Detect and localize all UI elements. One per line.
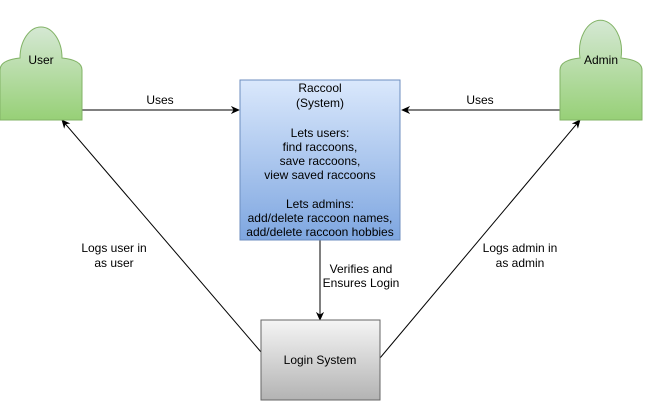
admin-uses-label: Uses [466,93,493,107]
system-admins-item: add/delete raccoon names, [248,211,393,225]
login-to-admin-arrow [379,119,581,359]
user-actor-icon [0,26,83,121]
system-node[interactable]: Raccool (System) Lets users: find raccoo… [239,79,401,241]
verifies-label: Ensures Login [323,276,400,290]
login-to-user-arrow [61,119,262,353]
edges [61,105,581,359]
system-admins-item: add/delete raccoon hobbies [246,225,393,239]
user-actor[interactable]: User [0,26,83,121]
system-users-item: save raccoons, [280,154,361,168]
admin-actor-icon [559,19,643,121]
logs-user-label: Logs user in [81,241,146,255]
verifies-label: Verifies and [330,262,393,276]
admin-actor-label: Admin [584,53,618,67]
system-users-heading: Lets users: [291,126,350,140]
login-label: Login System [284,353,357,367]
user-actor-label: User [28,53,53,67]
user-uses-label: Uses [146,93,173,107]
admin-actor[interactable]: Admin [559,19,643,121]
logs-admin-label: as admin [496,256,545,270]
system-box [239,79,401,241]
login-box [260,319,381,401]
logs-user-label: as user [94,256,133,270]
system-subtitle: (System) [296,96,344,110]
logs-admin-label: Logs admin in [483,241,558,255]
login-node[interactable]: Login System [260,319,381,401]
system-title: Raccool [298,81,341,95]
system-users-item: view saved raccoons [264,168,375,182]
system-admins-heading: Lets admins: [286,197,354,211]
system-users-item: find raccoons, [283,140,358,154]
